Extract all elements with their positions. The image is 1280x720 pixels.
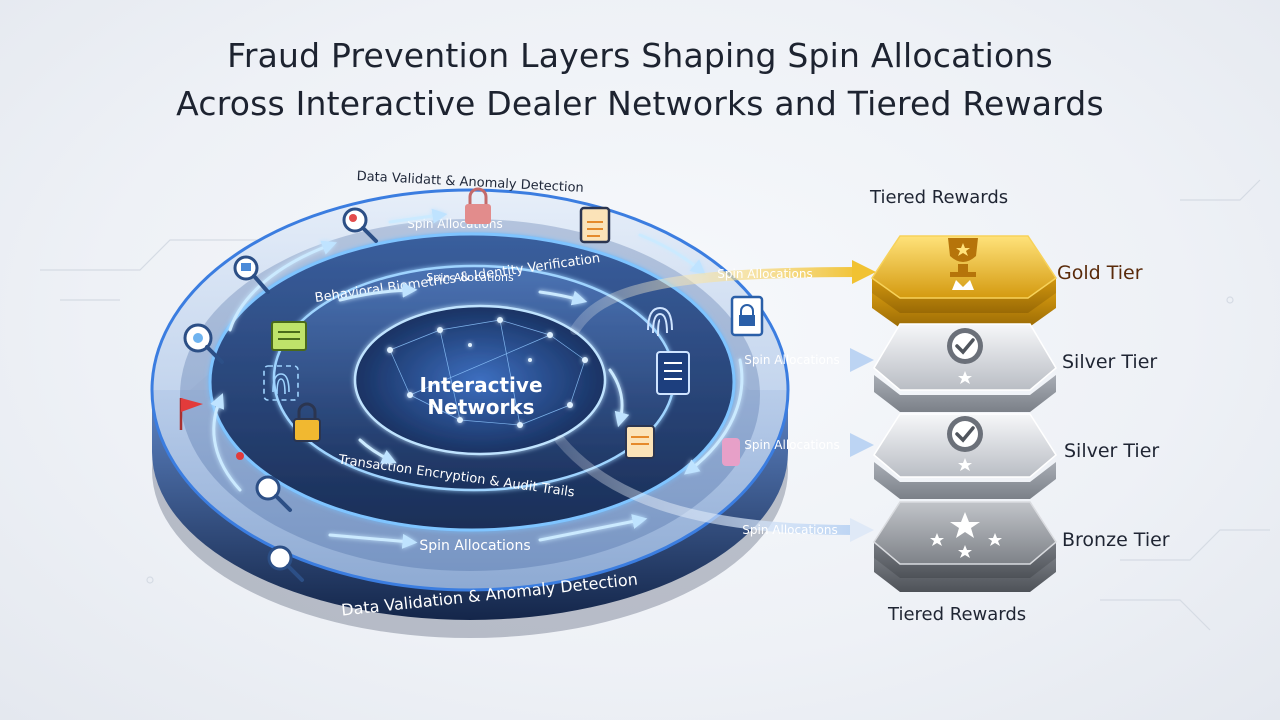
chart-icon [271, 321, 307, 351]
magnifier-icon-4 [255, 475, 292, 512]
arrow-label-gold: Spin Allocations [717, 267, 812, 281]
circuit-decoration [40, 179, 1270, 631]
arrow-label-bronze: Spin Allocations [742, 523, 837, 537]
checklist-icon [656, 351, 690, 395]
document-lock-icon-2 [730, 295, 764, 337]
fingerprint-icon-2 [647, 306, 673, 337]
star-icon [930, 512, 1002, 558]
flow-label-middle-top: Spin Allocations [426, 271, 514, 284]
magnifier-icon-2 [233, 255, 270, 294]
document-lock-icon [579, 206, 611, 244]
trophy-icon [948, 238, 978, 290]
magnifier-icon-3 [183, 323, 224, 364]
magnifier-icon-5 [267, 545, 304, 582]
padlock-icon [465, 187, 491, 224]
core-disc [353, 304, 607, 456]
rewards-header-top: Tiered Rewards [870, 187, 1009, 208]
tier-label-silver-1: Silver Tier [1062, 351, 1158, 373]
network-graph [389, 319, 586, 426]
padlock-icon-2 [293, 402, 321, 442]
title-line-1: Fraud Prevention Layers Shaping Spin All… [227, 36, 1053, 75]
core-title-line-2: Networks [427, 395, 534, 419]
tier-label-silver-2: Silver Tier [1064, 440, 1160, 462]
arrow-label-silver-2: Spin Allocations [744, 438, 839, 452]
network-nodes [387, 317, 588, 428]
rewards-header-bottom: Tiered Rewards [888, 604, 1027, 625]
tier-label-gold: Gold Tier [1057, 262, 1143, 284]
core-title-line-1: Interactive [419, 373, 542, 397]
bronze-tier-stack [873, 501, 1057, 592]
title-line-2: Across Interactive Dealer Networks and T… [176, 84, 1104, 123]
flag-icon [179, 398, 244, 460]
magnifier-icon [342, 207, 378, 243]
reward-arrows [555, 260, 876, 542]
checkmark-icon [947, 328, 983, 384]
fingerprint-icon [263, 365, 299, 401]
checkmark-icon-2 [947, 416, 983, 471]
tier-label-bronze: Bronze Tier [1062, 529, 1170, 551]
arrow-label-silver-1: Spin Allocations [744, 353, 839, 367]
flow-label-outer-bottom: Spin Allocations [419, 538, 530, 554]
circular-flow-arrows [210, 208, 744, 549]
